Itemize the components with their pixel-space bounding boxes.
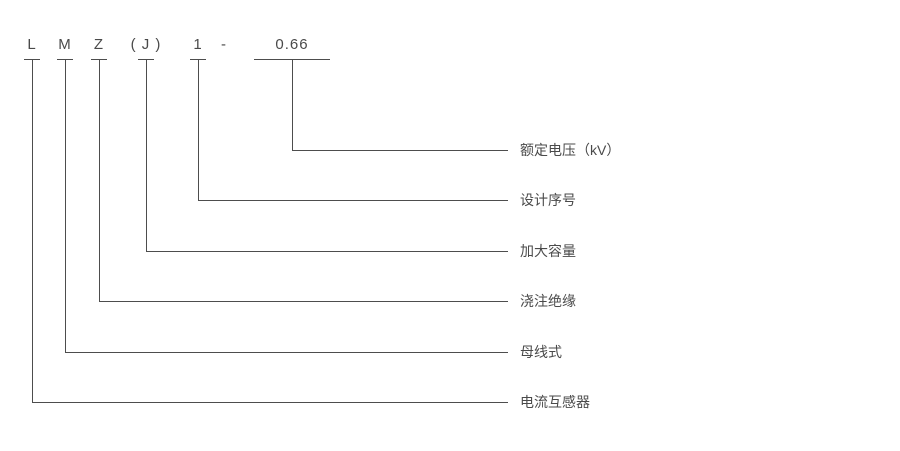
code-char-increased-capacity: ( J ) — [130, 36, 162, 53]
connector-vline-current-transformer — [32, 59, 33, 402]
connector-hline-rated-voltage — [292, 150, 508, 151]
connector-hline-current-transformer — [32, 402, 508, 403]
label-current-transformer: 电流互感器 — [520, 394, 590, 410]
code-char-design-serial: 1 — [193, 36, 203, 53]
label-design-serial: 设计序号 — [520, 192, 576, 208]
code-char-current-transformer: L — [27, 36, 37, 53]
code-char-rated-voltage: 0.66 — [275, 36, 309, 53]
label-increased-capacity: 加大容量 — [520, 243, 576, 259]
connector-vline-busbar-type — [65, 59, 66, 352]
connector-hline-increased-capacity — [146, 251, 508, 252]
connector-hline-cast-insulation — [99, 301, 508, 302]
connector-hline-design-serial — [198, 200, 508, 201]
connector-vline-design-serial — [198, 59, 199, 200]
code-char-cast-insulation: Z — [93, 36, 105, 53]
code-char-busbar-type: M — [58, 36, 72, 53]
code-separator-hyphen: - — [221, 36, 227, 53]
connector-vline-cast-insulation — [99, 59, 100, 301]
connector-hline-busbar-type — [65, 352, 508, 353]
connector-vline-increased-capacity — [146, 59, 147, 251]
connector-vline-rated-voltage — [292, 59, 293, 150]
label-cast-insulation: 浇注绝缘 — [520, 293, 576, 309]
label-rated-voltage: 额定电压（kV） — [520, 142, 621, 158]
label-busbar-type: 母线式 — [520, 344, 562, 360]
